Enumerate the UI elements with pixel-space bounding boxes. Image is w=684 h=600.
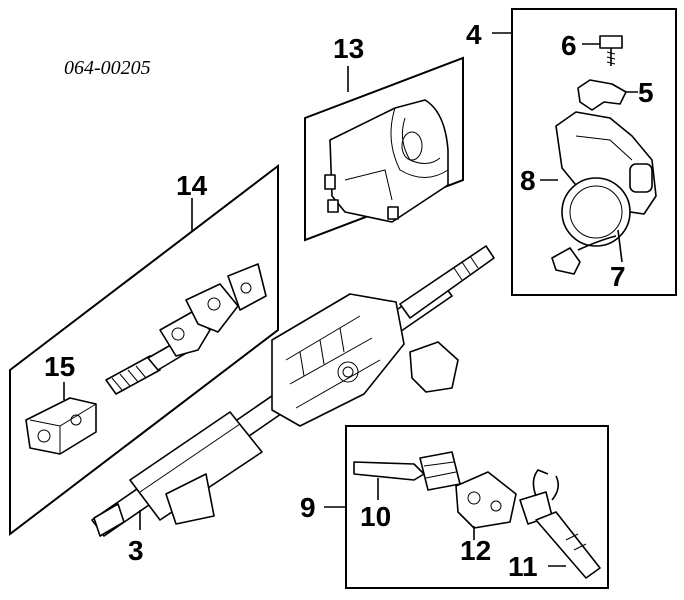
callout-9: 9 — [300, 492, 316, 523]
callout-8: 8 — [520, 165, 536, 196]
switch-body-12-part — [455, 471, 517, 529]
callout-6: 6 — [561, 30, 577, 61]
lever-switch-group: 9 10 12 11 — [300, 425, 609, 589]
callout-4: 4 — [466, 19, 482, 50]
leader-7 — [617, 229, 623, 263]
callout-14: 14 — [176, 170, 208, 201]
callout-13: 13 — [333, 33, 364, 64]
switch-assembly-group: 4 6 5 8 7 — [466, 8, 677, 296]
turn-lever-part — [535, 511, 601, 579]
callout-3: 3 — [128, 535, 144, 566]
part-code: 064-00205 — [64, 57, 151, 79]
lock-housing-part — [409, 341, 459, 393]
callout-11: 11 — [508, 551, 538, 582]
spiral-cable-part — [561, 177, 631, 247]
column-cover-group: 13 — [304, 33, 464, 242]
callout-12: 12 — [460, 535, 491, 566]
lower-bracket-part — [165, 473, 215, 525]
bracket-part — [577, 79, 627, 111]
callout-7: 7 — [610, 261, 626, 292]
box-4-frame — [511, 8, 677, 296]
callout-5: 5 — [638, 77, 654, 108]
intermediate-shaft-group: 14 15 — [9, 163, 279, 537]
tilt-mechanism-part — [271, 293, 405, 427]
column-cover-part — [329, 99, 449, 223]
callout-15: 15 — [44, 351, 75, 382]
screw-part — [599, 35, 623, 49]
shaft-spline-part — [105, 355, 161, 395]
yoke-part — [25, 397, 97, 455]
wiper-lever-part — [353, 461, 425, 481]
steering-column-group: 3 — [91, 245, 495, 566]
callout-10: 10 — [360, 501, 391, 532]
box-13-frame — [304, 56, 464, 242]
box-14-frame — [9, 163, 279, 537]
connector-part — [551, 247, 581, 275]
